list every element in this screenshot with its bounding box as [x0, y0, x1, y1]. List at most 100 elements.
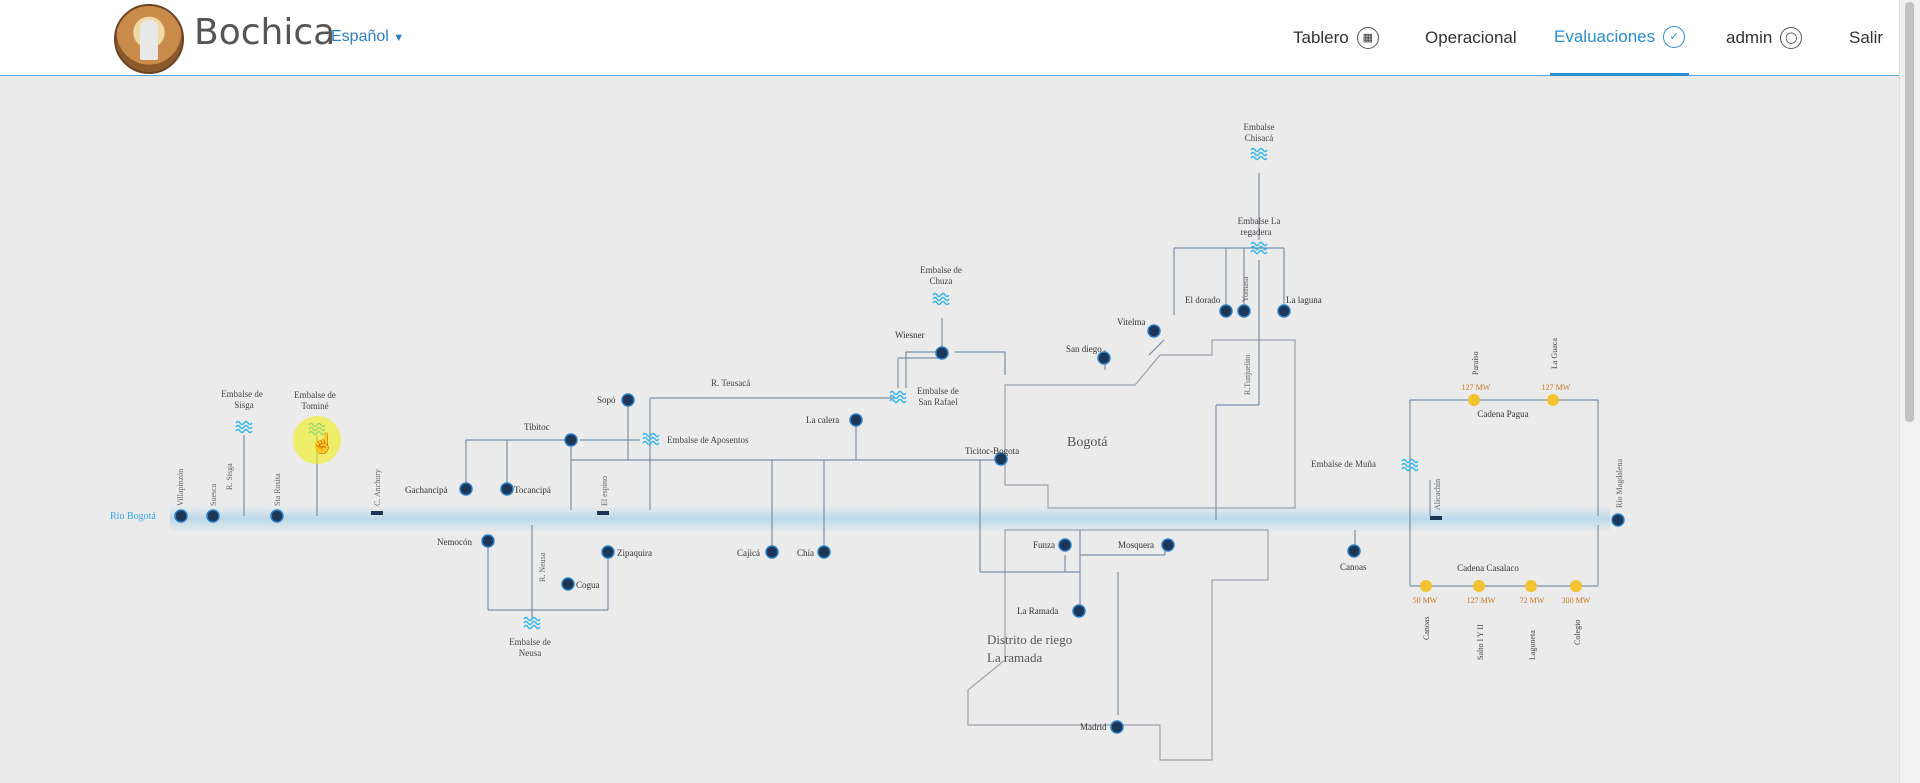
label-chisaca-2: Chisacá: [1245, 133, 1274, 143]
node-nemocon[interactable]: [481, 534, 495, 548]
gauge-alicachin-icon: [1430, 516, 1442, 520]
reservoir-chuza-icon[interactable]: [932, 292, 950, 306]
node-cajica[interactable]: [765, 545, 779, 559]
gauge-espino-icon: [597, 511, 609, 515]
label-el-dorado: El dorado: [1185, 295, 1221, 305]
label-regadera-1: Embalse La: [1238, 216, 1281, 226]
brand-name: Bochica: [194, 12, 336, 53]
label-cogua: Cogua: [576, 580, 600, 590]
label-mosquera: Mosquera: [1118, 540, 1154, 550]
nav-operacional[interactable]: Operacional: [1425, 0, 1517, 75]
node-vitelma[interactable]: [1147, 324, 1161, 338]
node-mosquera[interactable]: [1161, 538, 1175, 552]
caret-down-icon: ▼: [393, 32, 405, 44]
reservoir-chisaca-icon[interactable]: [1250, 147, 1268, 161]
node-tibitoc[interactable]: [564, 433, 578, 447]
nav-admin[interactable]: admin ◯: [1726, 0, 1803, 75]
cursor-highlight: [293, 416, 341, 464]
node-wiesner[interactable]: [935, 346, 949, 360]
node-cogua[interactable]: [561, 577, 575, 591]
river-teusaca-label: R. Teusacá: [711, 378, 750, 388]
node-san-diego[interactable]: [1097, 351, 1111, 365]
reservoir-neusa-icon[interactable]: [523, 616, 541, 630]
node-chia[interactable]: [817, 545, 831, 559]
node-sopo[interactable]: [621, 393, 635, 407]
nav-admin-label: admin: [1726, 27, 1773, 47]
nav-evaluaciones-label: Evaluaciones: [1554, 26, 1656, 46]
node-la-calera[interactable]: [849, 413, 863, 427]
reservoir-aposentos-icon[interactable]: [642, 432, 660, 446]
node-la-ramada[interactable]: [1072, 604, 1086, 618]
bochica-logo[interactable]: [114, 4, 184, 74]
page-scrollbar[interactable]: [1899, 0, 1920, 783]
hydro-network-map: Río Bogotá Bogotá Distrito de riego La r…: [110, 122, 1625, 761]
label-wiesner: Wiesner: [895, 330, 925, 340]
node-rio-magdalena[interactable]: [1611, 513, 1625, 527]
station-magdalena-label: Río Magdalena: [1615, 458, 1624, 508]
reservoir-sisga-icon[interactable]: [235, 420, 253, 434]
node-zipaquira[interactable]: [601, 545, 615, 559]
label-neusa-2: Neusa: [519, 648, 542, 658]
label-gachancipa: Gachancipá: [405, 485, 447, 495]
district-label-1: Distrito de riego: [987, 632, 1072, 647]
region-bogota-label: Bogotá: [1067, 435, 1108, 450]
scrollbar-thumb[interactable]: [1905, 2, 1914, 422]
label-salto: Salto I Y II: [1476, 624, 1485, 660]
label-neusa-1: Embalse de: [509, 637, 551, 647]
node-gachancipa[interactable]: [459, 482, 473, 496]
label-vitelma: Vitelma: [1117, 317, 1145, 327]
label-la-ramada: La Ramada: [1017, 606, 1058, 616]
label-chuza-1: Embalse de: [920, 265, 962, 275]
node-villapinzon[interactable]: [174, 509, 188, 523]
nav-salir[interactable]: Salir: [1849, 0, 1883, 75]
node-canoas[interactable]: [1347, 544, 1361, 558]
label-nemocon: Nemocón: [437, 537, 472, 547]
label-laguneta: Laguneta: [1528, 630, 1537, 660]
river-sisga-label: R. Sisga: [225, 463, 234, 490]
connection-lines: [243, 173, 1599, 715]
label-regadera-2: regadera: [1241, 227, 1272, 237]
station-el-espino-label: El espino: [600, 476, 609, 506]
mw-colegio: 300 MW: [1562, 596, 1591, 605]
label-madrid: Madrid: [1080, 722, 1107, 732]
hydro-laguneta[interactable]: [1525, 580, 1537, 592]
label-sisga-2: Sisga: [234, 400, 254, 410]
user-icon: ◯: [1780, 26, 1803, 49]
node-yomasa[interactable]: [1237, 304, 1251, 318]
label-la-calera: La calera: [806, 415, 839, 425]
nav-evaluaciones[interactable]: Evaluaciones✓: [1550, 0, 1690, 76]
district-label-2: La ramada: [987, 650, 1042, 665]
label-ticitoc: Ticitoc-Bogota: [965, 446, 1019, 456]
hydro-canoas[interactable]: [1420, 580, 1432, 592]
label-la-guaca: La Guaca: [1550, 338, 1559, 369]
hydro-paraiso[interactable]: [1468, 394, 1480, 406]
mw-canoas: 50 MW: [1413, 596, 1438, 605]
node-madrid[interactable]: [1110, 720, 1124, 734]
hydro-salto[interactable]: [1473, 580, 1485, 592]
label-tomine-2: Tominé: [301, 401, 328, 411]
node-ticitoc[interactable]: [994, 452, 1008, 466]
hand-cursor-icon: ☝: [310, 431, 335, 455]
node-sta-rosita[interactable]: [270, 509, 284, 523]
node-la-laguna[interactable]: [1277, 304, 1291, 318]
reservoir-muna-icon[interactable]: [1401, 458, 1419, 472]
top-navbar: Bochica Español ▼ Tablero▦ Operacional E…: [0, 0, 1900, 76]
label-canoas: Canoas: [1340, 562, 1367, 572]
label-zipaquira: Zipaquira: [617, 548, 652, 558]
language-selector[interactable]: Español ▼: [331, 28, 404, 46]
node-funza[interactable]: [1058, 538, 1072, 552]
label-paraiso: Paraíso: [1471, 351, 1480, 375]
nav-tablero[interactable]: Tablero▦: [1293, 0, 1379, 75]
river-yomasa-label: Yomasa: [1241, 276, 1250, 302]
label-aposentos: Embalse de Aposentos: [667, 435, 749, 445]
node-tocancipa[interactable]: [500, 482, 514, 496]
gauge-anchury-icon: [371, 511, 383, 515]
node-el-dorado[interactable]: [1219, 304, 1233, 318]
hydro-colegio[interactable]: [1570, 580, 1582, 592]
hydro-la-guaca[interactable]: [1547, 394, 1559, 406]
calendar-icon: ▦: [1356, 26, 1379, 49]
reservoir-san-rafael-icon[interactable]: [889, 390, 907, 404]
node-suesca[interactable]: [206, 509, 220, 523]
station-suesca-label: Suesca: [209, 483, 218, 506]
label-tomine-1: Embalse de: [294, 390, 336, 400]
